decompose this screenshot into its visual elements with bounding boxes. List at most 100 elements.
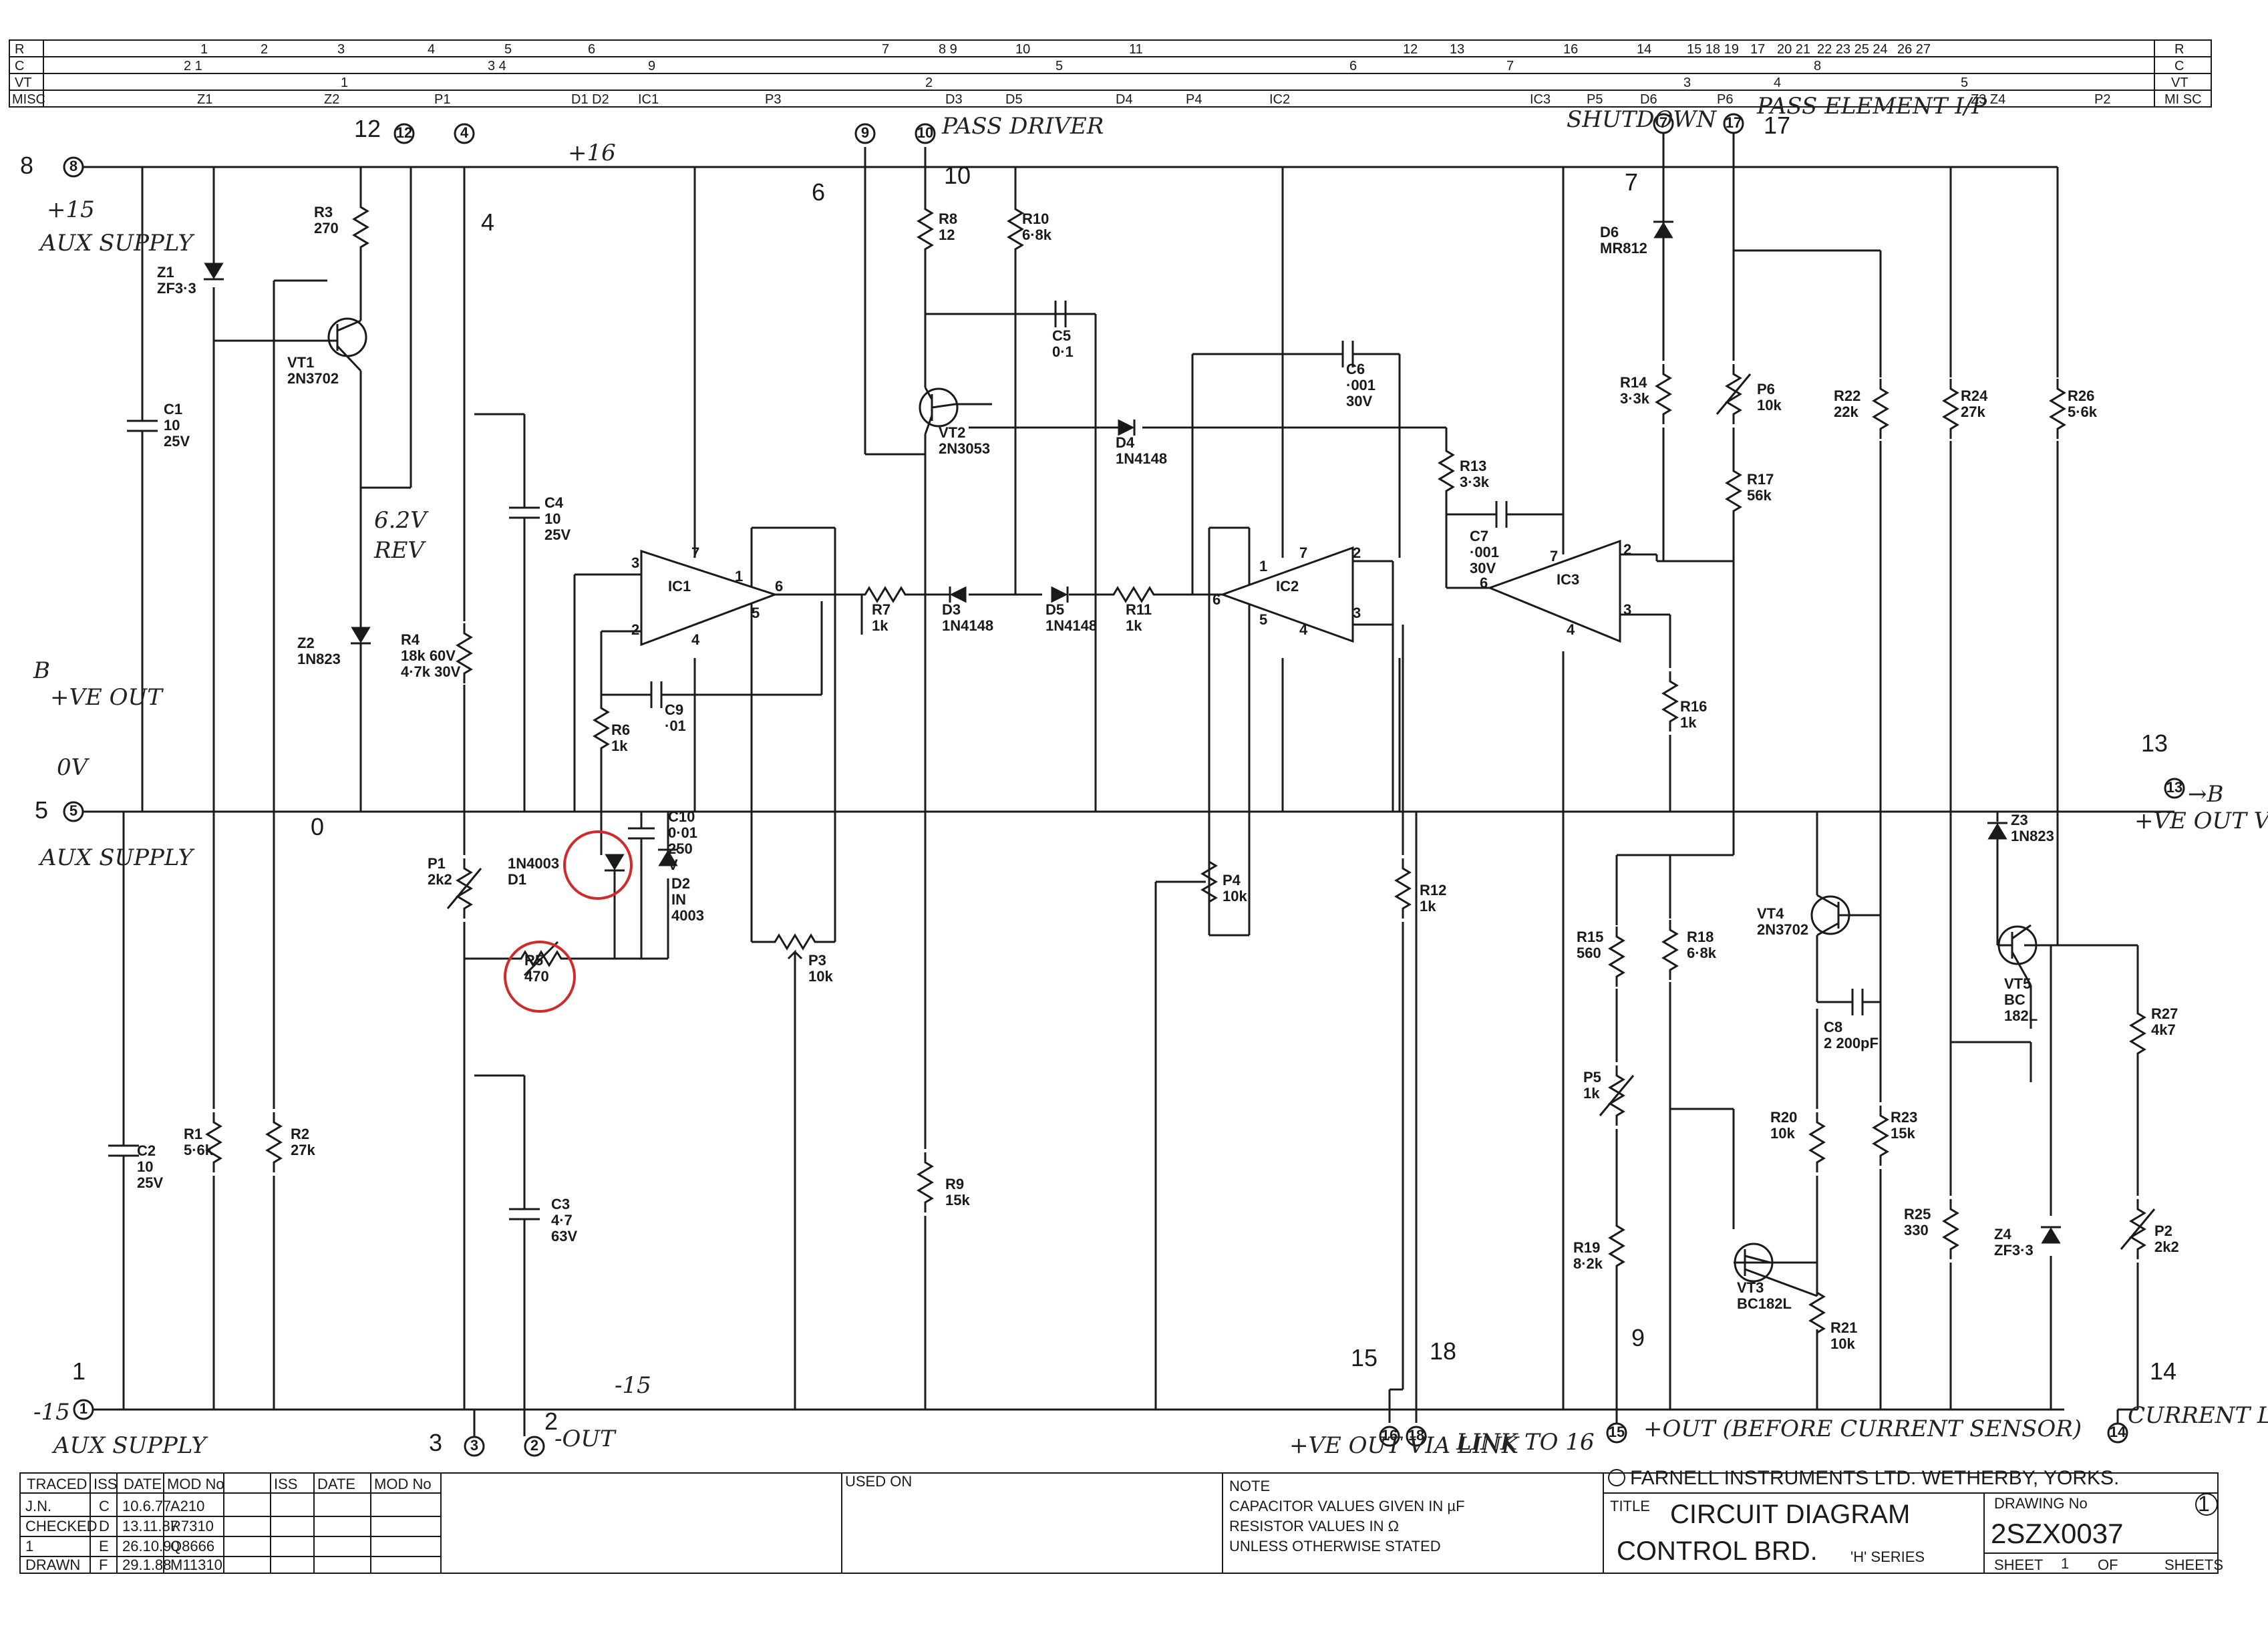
header-r-ref: 10: [1015, 42, 1030, 57]
note-aux-supply-top: AUX SUPPLY: [38, 230, 195, 257]
title-block-cell: 29.1.88: [122, 1556, 171, 1573]
component-label-line: ZF3·3: [1994, 1242, 2034, 1259]
component-label-line: R17: [1747, 471, 1774, 488]
label-ic2: IC2: [1276, 578, 1299, 595]
header-r-ref: 11: [1129, 42, 1143, 57]
component-label-line: ·001: [1346, 377, 1375, 393]
handwritten-notes: +15 AUX SUPPLY +16 PASS DRIVER SHUTDOWN …: [33, 93, 2268, 1459]
red-circle-d1: [563, 830, 633, 900]
node-label-13: 13: [2141, 729, 2168, 757]
tb-drawing-no-label: DRAWING No: [1994, 1495, 2088, 1512]
component-label-line: 12: [939, 226, 955, 243]
component-label-line: D3: [942, 601, 961, 618]
header-row-vt: VT: [15, 75, 32, 90]
component-label-line: 10k: [808, 968, 833, 985]
component-label-line: 25V: [164, 433, 190, 450]
resistor-r23: [1873, 1104, 1889, 1167]
transistor-vt2: [919, 387, 959, 435]
header-c-ref: 8: [1814, 59, 1821, 73]
component-label-line: 1N823: [297, 651, 341, 667]
terminal-number: 12: [396, 124, 412, 141]
header-vt-ref: 1: [341, 75, 348, 90]
component-label-line: C8: [1824, 1019, 1842, 1035]
resistor-r2: [266, 1111, 282, 1174]
terminal-number: 5: [69, 802, 77, 819]
tb-title-label: TITLE: [1610, 1498, 1650, 1514]
header-row-misc: MISC: [12, 92, 45, 107]
component-label-line: MR812: [1600, 240, 1647, 257]
component-label-line: P6: [1757, 381, 1775, 397]
node-numbers: 8 12 4 6 10 7 17 5 0 13 1 3 2 15 18 9 14: [20, 112, 2176, 1456]
cap-c4: [509, 494, 540, 528]
pot-p2: [2120, 1198, 2156, 1261]
resistor-r6: [593, 697, 609, 760]
tb-col-traced: TRACED: [27, 1476, 87, 1492]
component-label-line: 0·1: [1052, 343, 1074, 360]
ic2-pin: 7: [1299, 544, 1307, 561]
terminal-16: 16: [1379, 1426, 1400, 1447]
terminal-14: 14: [2107, 1422, 2128, 1444]
title-block-cell: E: [99, 1538, 109, 1554]
terminal-number: 15: [1609, 1424, 1625, 1440]
node-label-8: 8: [20, 152, 33, 179]
title-block-cell: 1: [25, 1538, 33, 1554]
header-misc-ref: IC2: [1269, 92, 1290, 107]
header-r-ref: 14: [1637, 42, 1651, 57]
terminal-number: 18: [1408, 1427, 1424, 1444]
component-label-line: R20: [1770, 1109, 1797, 1126]
tb-series: 'H' SERIES: [1850, 1548, 1925, 1565]
component-label-line: 5·6k: [2068, 403, 2098, 420]
diode-d4: [1109, 419, 1136, 436]
resistor-r25: [1943, 1198, 1959, 1261]
resistor-r24: [1943, 377, 1959, 440]
node-label-2: 2: [544, 1408, 558, 1435]
node-label-7: 7: [1625, 168, 1638, 196]
farnell-logo-icon: [1608, 1469, 1625, 1486]
pot-p1: [446, 857, 482, 920]
zener-z3: [1987, 822, 2007, 852]
ic3-pin: 7: [1550, 548, 1558, 564]
component-label-line: 1k: [872, 617, 888, 634]
transistor-vt1: [214, 317, 367, 372]
note-ve-out-via-link-bottom: +VE OUT VIA LINK: [1289, 1432, 1520, 1459]
component-label-line: 15k: [945, 1192, 970, 1208]
header-c-ref: 5: [1056, 59, 1063, 73]
title-block-cell: J.N.: [25, 1498, 51, 1514]
terminal-13: 13: [2164, 778, 2185, 799]
component-label-line: 2N3702: [287, 370, 339, 387]
header-misc-ref: IC3: [1530, 92, 1551, 107]
header-misc-ref: Z1: [197, 92, 212, 107]
header-r-ref: 8 9: [939, 42, 957, 57]
resistor-r11: [1102, 587, 1165, 603]
component-label-line: BC182L: [1737, 1295, 1792, 1312]
title-block-cell: 26.10.90: [122, 1538, 180, 1554]
component-label-line: 4003: [671, 907, 704, 924]
header-misc-ref: P6: [1717, 92, 1733, 107]
component-label-line: VT4: [1757, 905, 1784, 922]
component-label-line: 25V: [544, 526, 571, 543]
label-c5: C50·1: [1052, 327, 1074, 360]
transistor-vt4: [1810, 894, 1850, 937]
ic1-pin: 5: [752, 605, 760, 621]
terminal-number: 9: [861, 124, 869, 141]
component-label-line: D5: [1045, 601, 1064, 618]
tb-note-line-3: UNLESS OTHERWISE STATED: [1229, 1538, 1441, 1554]
ic3-pin: 6: [1480, 574, 1488, 591]
header-misc-ref: P4: [1186, 92, 1202, 107]
header-misc-ref: D5: [1005, 92, 1023, 107]
